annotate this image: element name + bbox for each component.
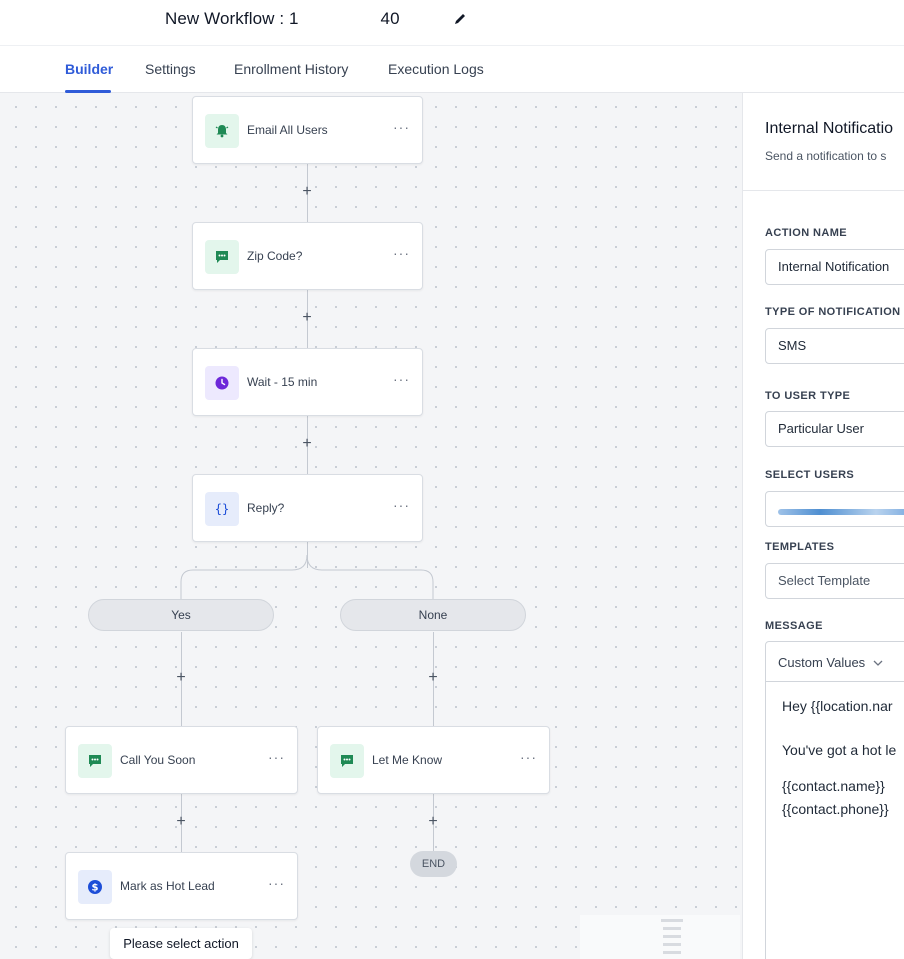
tab-bar: Builder Settings Enrollment History Exec…	[0, 46, 904, 93]
node-call-you-soon[interactable]: Call You Soon ···	[65, 726, 298, 794]
template-select[interactable]: Select Template	[765, 563, 904, 599]
node-label: Call You Soon	[120, 753, 196, 767]
more-options-icon[interactable]: ···	[393, 371, 410, 387]
connector-line	[181, 632, 182, 726]
action-name-input[interactable]: Internal Notification	[765, 249, 904, 285]
node-label: Email All Users	[247, 123, 328, 137]
message-editor[interactable]: Custom Values Hey {{location.nar You've …	[765, 641, 904, 959]
svg-text:$: $	[92, 883, 99, 894]
node-mark-hot-lead[interactable]: $ Mark as Hot Lead ···	[65, 852, 298, 920]
add-step-button[interactable]: +	[302, 183, 312, 200]
notification-type-select[interactable]: SMS	[765, 328, 904, 364]
selected-user-chip	[778, 509, 904, 515]
node-label: Zip Code?	[247, 249, 303, 263]
sms-message-icon	[205, 240, 239, 274]
select-users-label: SELECT USERS	[765, 469, 855, 481]
more-options-icon[interactable]: ···	[268, 749, 285, 765]
add-step-button[interactable]: +	[428, 669, 438, 686]
node-wait[interactable]: Wait - 15 min ···	[192, 348, 423, 416]
clock-icon	[205, 366, 239, 400]
notification-type-label: TYPE OF NOTIFICATION	[765, 306, 901, 318]
tab-enrollment-history[interactable]: Enrollment History	[234, 61, 349, 77]
select-users-input[interactable]	[765, 491, 904, 527]
node-label: Reply?	[247, 501, 285, 515]
workflow-title[interactable]: New Workflow : 1 40	[165, 9, 400, 28]
message-line: {{contact.phone}}	[782, 801, 889, 817]
tab-builder[interactable]: Builder	[65, 61, 114, 77]
node-zip-code[interactable]: Zip Code? ···	[192, 222, 423, 290]
minimap-bar	[663, 927, 681, 930]
add-step-button[interactable]: +	[176, 813, 186, 830]
custom-values-label: Custom Values	[778, 655, 866, 670]
add-step-button[interactable]: +	[302, 435, 312, 452]
templates-label: TEMPLATES	[765, 541, 835, 553]
branch-connector	[180, 555, 434, 601]
minimap-bar	[663, 951, 681, 954]
node-label: Wait - 15 min	[247, 375, 318, 389]
message-line: {{contact.name}}	[782, 778, 885, 794]
canvas-minimap[interactable]	[580, 915, 740, 959]
connector-line	[307, 416, 308, 474]
end-marker: END	[410, 851, 457, 877]
edit-pencil-icon[interactable]	[452, 11, 468, 27]
more-options-icon[interactable]: ···	[268, 875, 285, 891]
active-tab-indicator	[65, 90, 111, 93]
branch-none[interactable]: None	[340, 599, 526, 631]
more-options-icon[interactable]: ···	[393, 497, 410, 513]
node-reply[interactable]: {} Reply? ···	[192, 474, 423, 542]
more-options-icon[interactable]: ···	[393, 245, 410, 261]
minimap-bar	[661, 919, 683, 922]
message-line: You've got a hot le	[782, 742, 897, 758]
connector-line	[181, 794, 182, 852]
panel-subtitle: Send a notification to s	[765, 149, 887, 163]
sms-message-icon	[78, 744, 112, 778]
message-line: Hey {{location.nar	[782, 698, 893, 714]
action-name-label: ACTION NAME	[765, 227, 848, 239]
node-label: Let Me Know	[372, 753, 443, 767]
connector-line	[433, 632, 434, 726]
more-options-icon[interactable]: ···	[520, 749, 537, 765]
sms-message-icon	[330, 744, 364, 778]
action-settings-panel: Internal Notificatio Send a notification…	[742, 93, 904, 959]
panel-divider	[743, 190, 904, 191]
more-options-icon[interactable]: ···	[393, 119, 410, 135]
node-label: Mark as Hot Lead	[120, 879, 215, 893]
minimap-bar	[663, 943, 681, 946]
node-email-all-users[interactable]: Email All Users ···	[192, 96, 423, 164]
user-type-label: TO USER TYPE	[765, 390, 851, 402]
node-let-me-know[interactable]: Let Me Know ···	[317, 726, 550, 794]
tab-execution-logs[interactable]: Execution Logs	[388, 61, 484, 77]
minimap-bar	[663, 935, 681, 938]
bell-icon	[205, 114, 239, 148]
chevron-down-icon	[873, 660, 883, 666]
connector-line	[307, 290, 308, 348]
message-label: MESSAGE	[765, 620, 823, 632]
svg-text:{}: {}	[215, 502, 229, 516]
condition-braces-icon: {}	[205, 492, 239, 526]
connector-line	[433, 794, 434, 851]
dollar-icon: $	[78, 870, 112, 904]
message-toolbar: Custom Values	[766, 642, 904, 682]
connector-line	[307, 164, 308, 222]
select-action-tooltip: Please select action	[110, 928, 252, 959]
add-step-button[interactable]: +	[176, 669, 186, 686]
user-type-select[interactable]: Particular User	[765, 411, 904, 447]
add-step-button[interactable]: +	[302, 309, 312, 326]
tab-settings[interactable]: Settings	[145, 61, 196, 77]
top-bar: New Workflow : 1 40	[0, 0, 904, 46]
add-step-button[interactable]: +	[428, 813, 438, 830]
custom-values-dropdown[interactable]: Custom Values	[778, 655, 883, 670]
panel-title: Internal Notificatio	[765, 120, 894, 137]
branch-yes[interactable]: Yes	[88, 599, 274, 631]
